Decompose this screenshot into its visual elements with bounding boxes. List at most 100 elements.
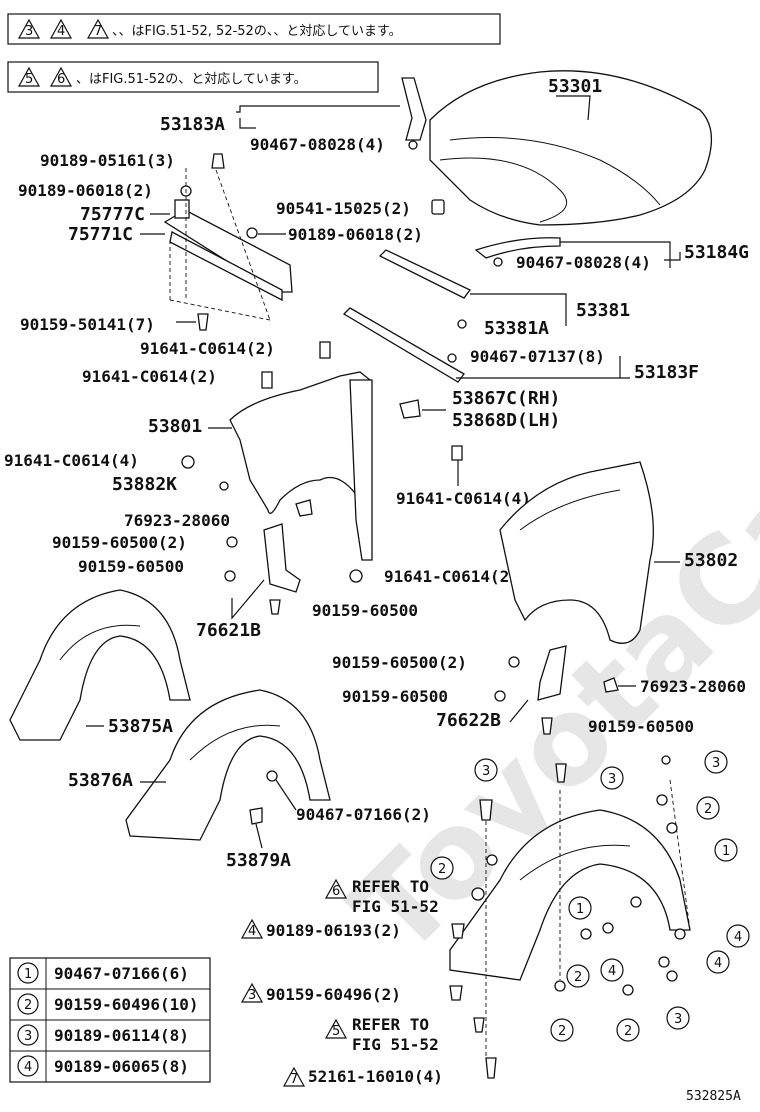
label-53183F: 53183F	[634, 362, 699, 383]
refer6-line2: FIG 51-52	[352, 897, 439, 916]
legend-part-4: 90189-06065(8)	[54, 1057, 189, 1076]
note-box-1: 3 4 7 、、はFIG.51-52, 52-52の、、と対応しています。	[7, 13, 501, 45]
note1-mark-4: 4	[57, 24, 65, 39]
marker-h: 2	[574, 970, 582, 985]
refer6-line1: REFER TO	[352, 877, 429, 896]
label-53867C: 53867C(RH)	[452, 388, 560, 409]
note2-mark-5: 5	[25, 72, 33, 87]
label-91641-a: 91641-C0614(2)	[140, 339, 275, 358]
note2-mark-6: 6	[57, 72, 65, 87]
bracket-76621B	[263, 523, 301, 593]
legend-num-1: 1	[24, 967, 32, 982]
bracket-76622B	[537, 645, 567, 701]
label-53801: 53801	[148, 416, 202, 437]
label-76923-b: 76923-28060	[640, 677, 746, 696]
marker-m: 2	[624, 1024, 632, 1039]
marker-e: 1	[722, 844, 730, 859]
p90159-60496-mark: 3	[248, 988, 256, 1003]
label-90159-50141: 90159-50141(7)	[20, 315, 155, 334]
label-90541-15025: 90541-15025(2)	[276, 199, 411, 218]
legend-part-1: 90467-07166(6)	[54, 964, 189, 983]
label-90159-60496: 90159-60496(2)	[266, 985, 401, 1004]
label-53879A: 53879A	[226, 850, 291, 871]
note-2-text: 、はFIG.51-52の、と対応しています。	[76, 72, 307, 87]
label-90159-60500-2: 90159-60500(2)	[52, 533, 187, 552]
label-91641-c: 91641-C0614(4)	[4, 451, 139, 470]
label-90159-60500-a: 90159-60500	[78, 557, 184, 576]
marker-a: 3	[482, 764, 490, 779]
marker-g: 1	[576, 902, 584, 917]
label-53868D: 53868D(LH)	[452, 410, 560, 431]
label-53882K: 53882K	[112, 474, 177, 495]
label-53876A: 53876A	[68, 770, 133, 791]
label-91641-b: 91641-C0614(2)	[82, 367, 217, 386]
seal-53183F	[342, 307, 465, 383]
marker-j: 4	[734, 930, 742, 945]
refer5-line2: FIG 51-52	[352, 1035, 439, 1054]
label-90189-06193: 90189-06193(2)	[266, 921, 401, 940]
grille-75771C	[163, 199, 293, 302]
hood-53301	[429, 70, 713, 226]
legend-num-3: 3	[24, 1029, 32, 1044]
label-90189-06018-b: 90189-06018(2)	[288, 225, 423, 244]
label-76621B: 76621B	[196, 620, 261, 641]
fender-53801	[229, 371, 373, 561]
label-53183A: 53183A	[160, 114, 225, 135]
label-53802: 53802	[684, 550, 738, 571]
legend-num-4: 4	[24, 1060, 32, 1075]
marker-l: 2	[558, 1024, 566, 1039]
refer6-mark: 6	[332, 884, 340, 899]
seal-53381	[378, 249, 471, 299]
marker-n: 3	[674, 1012, 682, 1027]
label-53875A: 53875A	[108, 716, 173, 737]
legend-table: 1 90467-07166(6) 2 90159-60496(10) 3 901…	[9, 957, 211, 1083]
label-75777C: 75777C	[80, 204, 145, 225]
label-76622B: 76622B	[436, 710, 501, 731]
legend-num-2: 2	[24, 998, 32, 1013]
label-52161: 52161-16010(4)	[308, 1067, 443, 1086]
legend-part-2: 90159-60496(10)	[54, 995, 199, 1014]
marker-b: 3	[608, 772, 616, 787]
figure-code: 532825A	[686, 1089, 741, 1104]
note-1-text: 、、はFIG.51-52, 52-52の、、と対応しています。	[112, 24, 402, 39]
fender-53802	[499, 461, 654, 644]
label-53381A: 53381A	[484, 318, 549, 339]
marker-f: 2	[704, 802, 712, 817]
hood-hinge-53183A	[401, 77, 427, 141]
label-91641-d: 91641-C0614(4)	[396, 489, 531, 508]
note-box-2: 5 6 、はFIG.51-52の、と対応しています。	[7, 61, 379, 93]
note1-mark-3: 3	[25, 24, 33, 39]
label-76923-a: 76923-28060	[124, 511, 230, 530]
p52161-mark: 7	[290, 1072, 298, 1087]
label-90189-05161: 90189-05161(3)	[40, 151, 175, 170]
label-90159-60500-b: 90159-60500	[312, 601, 418, 620]
marker-c: 3	[712, 756, 720, 771]
label-91641-e: 91641-C0614(2)	[384, 567, 519, 586]
label-53184G: 53184G	[684, 242, 749, 263]
label-90467-08028-a: 90467-08028(4)	[250, 135, 385, 154]
label-90189-06018-a: 90189-06018(2)	[18, 181, 153, 200]
marker-i: 4	[608, 964, 616, 979]
refer5-mark: 5	[332, 1024, 340, 1039]
circle-markers: 3 3 3 2 1 2 1 2 4 4 4 2 2 3	[430, 750, 750, 1042]
label-90159-60500-e: 90159-60500	[588, 717, 694, 736]
marker-d: 2	[438, 862, 446, 877]
label-53381: 53381	[576, 300, 630, 321]
label-53301: 53301	[548, 76, 602, 97]
label-90159-60500-d: 90159-60500	[342, 687, 448, 706]
label-75771C: 75771C	[68, 224, 133, 245]
label-90467-08028-b: 90467-08028(4)	[516, 253, 651, 272]
label-90159-60500-c: 90159-60500(2)	[332, 653, 467, 672]
liner-53876A	[125, 689, 331, 841]
note1-mark-7: 7	[94, 24, 102, 39]
liner-53875A	[9, 589, 191, 741]
label-90467-07137: 90467-07137(8)	[470, 347, 605, 366]
label-90467-07166: 90467-07166(2)	[296, 805, 431, 824]
marker-k: 4	[714, 956, 722, 971]
p90189-06193-mark: 4	[248, 924, 256, 939]
refer5-line1: REFER TO	[352, 1015, 429, 1034]
liner-rear-assembly	[449, 809, 691, 981]
legend-part-3: 90189-06114(8)	[54, 1026, 189, 1045]
